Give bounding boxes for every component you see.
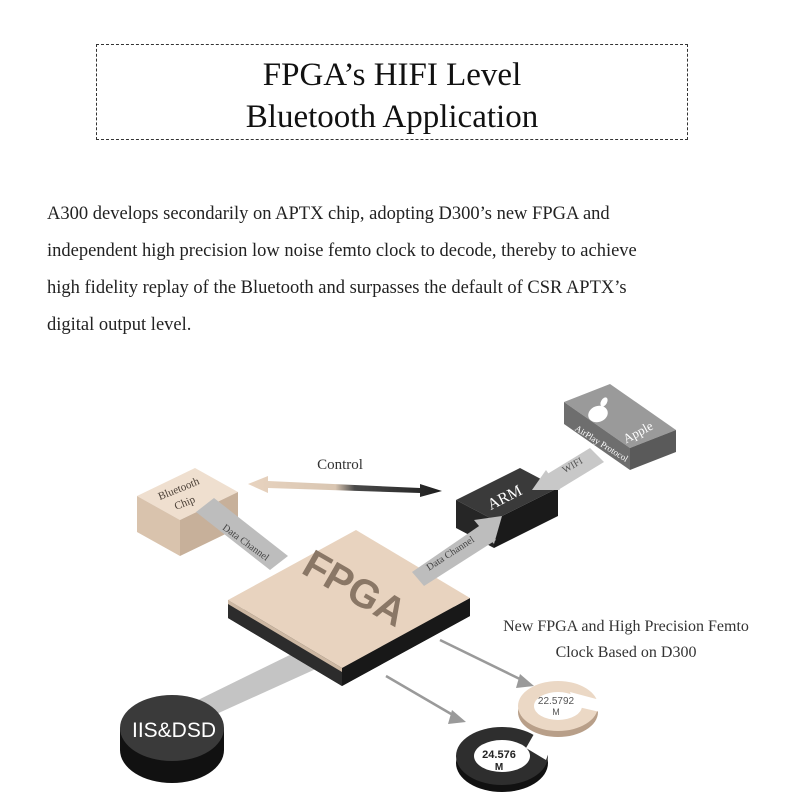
fpga-block: FPGA (228, 530, 470, 686)
description-line: independent high precision low noise fem… (47, 241, 637, 261)
title-line-2: Bluetooth Application (245, 99, 539, 135)
iis-dsd-disk: IIS&DSD (120, 695, 224, 783)
clock-22m-unit: M (552, 707, 560, 717)
control-label: Control (317, 457, 363, 473)
iis-dsd-label: IIS&DSD (132, 719, 216, 742)
clock-caption-line-1: New FPGA and High Precision Femto (503, 618, 749, 635)
description-line: high fidelity replay of the Bluetooth an… (47, 278, 627, 298)
clock-ring-24m: 24.576 M (456, 727, 552, 792)
clock-22m-value: 22.5792 (538, 696, 575, 707)
title-line-1: FPGA’s HIFI Level (262, 57, 522, 93)
description-paragraph: A300 develops secondarily on APTX chip, … (47, 196, 747, 344)
title-box: FPGA’s HIFI Level Bluetooth Application (96, 44, 688, 140)
architecture-diagram: FPGA Bluetooth Chip Data Channel Control… (120, 384, 749, 792)
apple-logo-icon (588, 397, 608, 423)
clock-arrow-2 (385, 674, 466, 724)
description-line: A300 develops secondarily on APTX chip, … (47, 204, 610, 224)
control-arrow: Control (248, 457, 442, 497)
clock-24m-unit: M (495, 762, 503, 773)
clock-24m-value: 24.576 (482, 749, 516, 761)
clock-arrow-1 (439, 638, 534, 688)
wifi-arrow: WIFI (532, 448, 604, 490)
clock-caption-line-2: Clock Based on D300 (556, 644, 697, 661)
clock-ring-22m: 22.5792 M (518, 681, 600, 737)
description-line: digital output level. (47, 315, 192, 335)
